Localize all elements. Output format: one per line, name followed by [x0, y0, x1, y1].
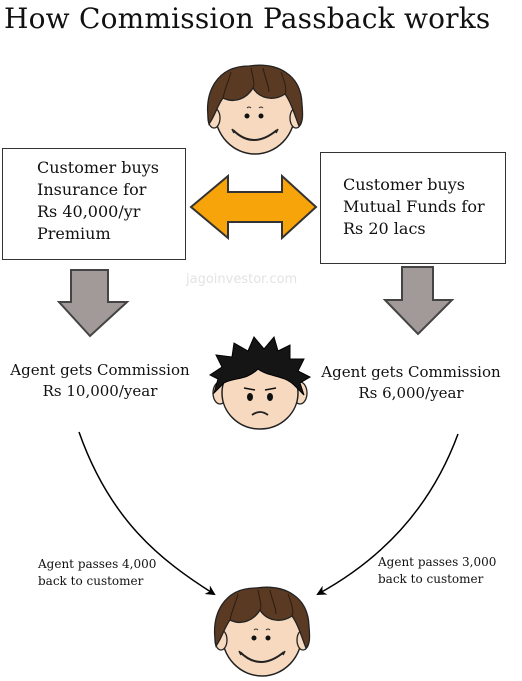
left-agent-commission: Agent gets Commission Rs 10,000/year	[0, 360, 200, 402]
watermark: jagoinvestor.com	[186, 272, 298, 287]
page-title: How Commission Passback works	[4, 2, 491, 35]
passback-line: Agent passes 4,000	[38, 557, 157, 571]
box-line: Premium	[37, 224, 111, 243]
customer-face-icon	[213, 586, 311, 677]
agent-commission-line: Agent gets Commission	[10, 361, 190, 379]
right-down-arrow-icon	[382, 266, 455, 336]
box-line: Rs 20 lacs	[343, 219, 426, 238]
right-flow-arrow	[316, 433, 459, 595]
box-line: Mutual Funds for	[343, 197, 485, 216]
passback-line: back to customer	[378, 572, 484, 586]
passback-line: back to customer	[38, 574, 144, 588]
agent-commission-amount: Rs 6,000/year	[358, 384, 464, 402]
customer-face-icon	[206, 64, 304, 155]
left-flow-arrow	[78, 431, 216, 596]
double-arrow-icon	[189, 173, 318, 241]
box-line: Rs 40,000/yr	[37, 202, 141, 221]
agent-commission-line: Agent gets Commission	[321, 363, 501, 381]
passback-line: Agent passes 3,000	[378, 555, 497, 569]
box-line: Insurance for	[37, 180, 147, 199]
agent-commission-amount: Rs 10,000/year	[42, 382, 158, 400]
box-line: Customer buys	[37, 158, 159, 177]
mutual-fund-purchase-box: Customer buys Mutual Funds for Rs 20 lac…	[320, 152, 506, 264]
box-line: Customer buys	[343, 175, 465, 194]
right-passback-note: Agent passes 3,000 back to customer	[378, 554, 496, 588]
right-agent-commission: Agent gets Commission Rs 6,000/year	[311, 362, 511, 404]
left-passback-note: Agent passes 4,000 back to customer	[38, 556, 156, 590]
insurance-purchase-box: Customer buys Insurance for Rs 40,000/yr…	[2, 148, 186, 260]
left-down-arrow-icon	[56, 269, 130, 338]
agent-face-icon	[209, 335, 312, 430]
